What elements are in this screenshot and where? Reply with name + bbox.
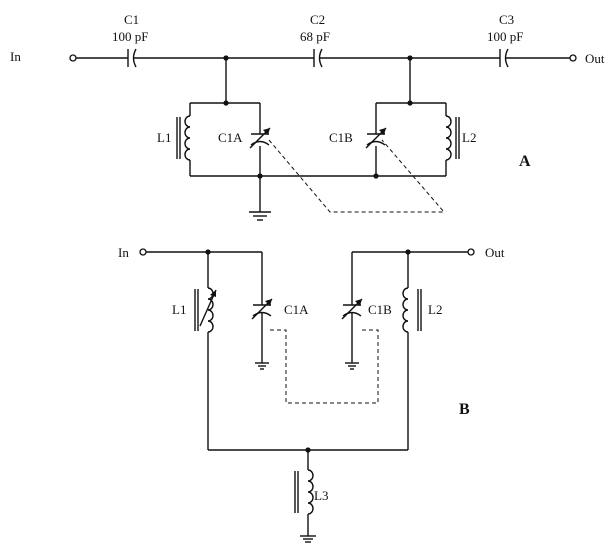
a-gang-linkage: [268, 139, 446, 213]
a-l1-inductor: [176, 115, 191, 161]
b-junction-dots: [205, 249, 411, 453]
a-c3-value: 100 pF: [487, 29, 523, 44]
a-l2-inductor: [445, 115, 460, 161]
a-c1-name: C1: [124, 12, 139, 27]
b-c1a-ground-symbol: [255, 362, 269, 370]
a-c1a-label: C1A: [218, 130, 243, 145]
a-output-terminal: [569, 54, 577, 62]
b-c1b-ground-symbol: [345, 362, 359, 370]
b-l3-ground-symbol: [300, 535, 316, 543]
a-circuit-tag: A: [519, 153, 531, 170]
b-l2-inductor: [402, 287, 422, 333]
a-ground-bus: [259, 175, 376, 212]
a-c3-name: C3: [499, 12, 514, 27]
b-c1b-label: C1B: [368, 302, 392, 317]
a-c1b-label: C1B: [329, 130, 353, 145]
a-input-label: In: [10, 49, 21, 64]
a-l1-label: L1: [157, 130, 171, 145]
a-left-tank-wiring: [189, 58, 261, 177]
a-c1-value: 100 pF: [112, 29, 148, 44]
b-bottom-bus: [208, 449, 408, 536]
b-l3-inductor: [294, 469, 314, 515]
a-c3-capacitor: [499, 48, 509, 68]
a-c1a-variable-capacitor: [249, 127, 271, 149]
a-c1-capacitor: [127, 48, 137, 68]
b-input-terminal: [139, 248, 147, 256]
a-right-tank-wiring: [375, 58, 447, 177]
a-junction-dots: [223, 55, 413, 179]
a-ground-symbol: [249, 211, 271, 221]
b-output-terminal: [467, 248, 475, 256]
b-output-wiring: [351, 251, 468, 450]
b-input-wiring: [146, 251, 263, 450]
b-gang-linkage: [270, 329, 379, 404]
b-l1-inductor: [194, 287, 217, 333]
a-input-terminal: [69, 54, 77, 62]
b-l1-label: L1: [172, 302, 186, 317]
a-output-label: Out: [585, 51, 605, 66]
circuit-b: In Out L1 C1A C1B L2 L3 B: [118, 245, 505, 543]
b-l3-label: L3: [314, 488, 328, 503]
b-input-label: In: [118, 245, 129, 260]
b-circuit-tag: B: [459, 401, 470, 418]
a-c2-name: C2: [310, 12, 325, 27]
a-c2-capacitor: [313, 48, 323, 68]
a-l2-label: L2: [462, 130, 476, 145]
b-c1a-label: C1A: [284, 302, 309, 317]
circuit-a: In Out C1 100 pF C2 68 pF C3 100 pF L1 C…: [10, 12, 605, 221]
a-c1b-variable-capacitor: [365, 127, 387, 149]
b-c1b-variable-capacitor: [341, 298, 363, 363]
b-l2-label: L2: [428, 302, 442, 317]
b-c1a-variable-capacitor: [251, 298, 273, 363]
a-c2-value: 68 pF: [300, 29, 330, 44]
b-output-label: Out: [485, 245, 505, 260]
